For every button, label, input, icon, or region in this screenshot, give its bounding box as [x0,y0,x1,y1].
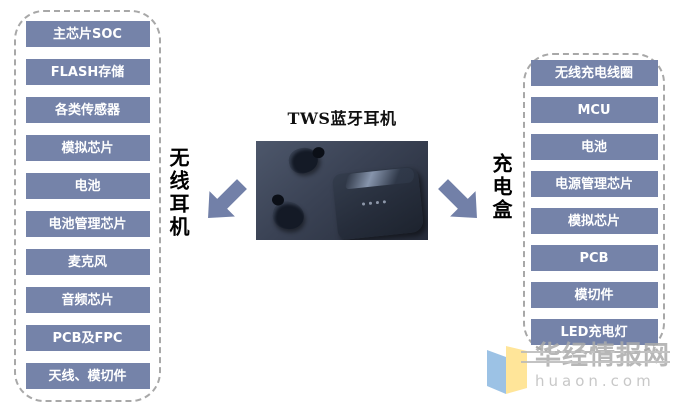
component-box-battery-mgmt: 电池管理芯片 [25,211,150,237]
case-led-dots [361,202,366,206]
arrow-down-left-icon [188,164,262,238]
component-box-mcu: MCU [530,97,658,123]
component-box-main-soc: 主芯片SOC [25,21,150,47]
watermark-site-name: 华经情报网 [520,341,671,371]
component-box-case-battery: 电池 [530,134,658,160]
component-box-led-light: LED充电灯 [530,319,658,345]
watermark-site-url: huaon.com [535,371,655,390]
component-box-wireless-coil: 无线充电线圈 [530,60,658,86]
watermark: 华经情报网 huaon.com [483,341,671,396]
earphone-branch-label: 无线耳机 [166,147,190,239]
component-box-analog-chip: 模拟芯片 [25,135,150,161]
component-box-pcb-fpc: PCB及FPC [25,325,150,351]
charging-case-components-container: 无线充电线圈 MCU 电池 电源管理芯片 模拟芯片 PCB 模切件 LED充电灯 [523,53,665,353]
charging-case-shape [331,165,425,240]
earbud-right-shape [270,199,307,232]
earbud-left-shape [286,144,321,177]
component-box-audio-chip: 音频芯片 [25,287,150,313]
component-box-antenna-diecut: 天线、模切件 [25,363,150,389]
product-photo [256,141,428,240]
component-box-battery: 电池 [25,173,150,199]
component-box-microphone: 麦克风 [25,249,150,275]
earphone-components-container: 主芯片SOC FLASH存储 各类传感器 模拟芯片 电池 电池管理芯片 麦克风 … [14,10,161,402]
component-box-flash: FLASH存储 [25,59,150,85]
diagram-title: TWS蓝牙耳机 [287,109,397,128]
component-box-sensors: 各类传感器 [25,97,150,123]
component-box-diecut: 模切件 [530,282,658,308]
huaon-logo-icon [487,346,527,394]
case-gloss-highlight [344,166,416,190]
component-box-power-mgmt: 电源管理芯片 [530,171,658,197]
component-box-pcb: PCB [530,245,658,271]
component-box-case-analog: 模拟芯片 [530,208,658,234]
charging-case-branch-label: 充电盒 [489,153,513,222]
arrow-down-right-icon [423,164,497,238]
